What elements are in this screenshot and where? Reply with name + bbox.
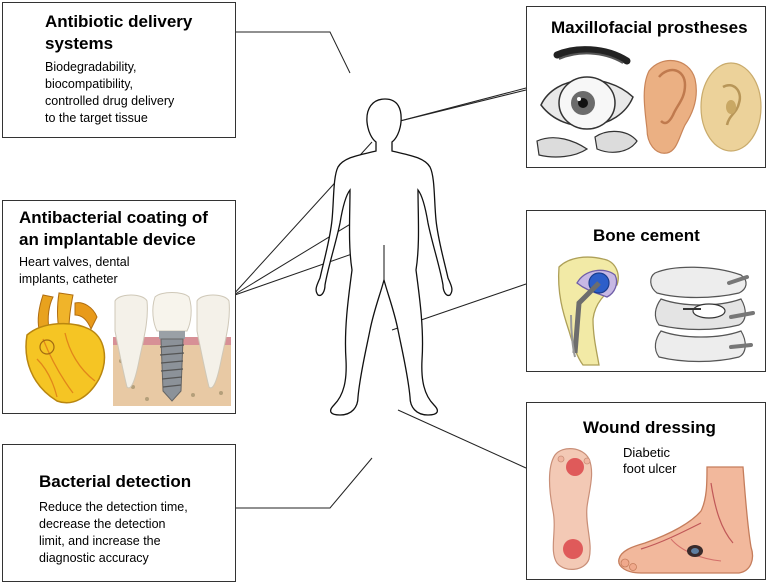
panel-description-line: to the target tissue <box>45 111 148 125</box>
label-line: Diabetic <box>623 445 670 460</box>
hip-implant-icon <box>557 256 619 366</box>
panel-description-line: controlled drug delivery <box>45 94 175 108</box>
panel-description-line: implants, catheter <box>19 272 118 286</box>
panel-title: Bacterial detection <box>39 472 192 491</box>
panel-antibacterial-coating: Antibacterial coating of an implantable … <box>2 200 236 414</box>
panel-title: Maxillofacial prostheses <box>551 18 748 37</box>
eye-prosthesis-icon <box>536 46 638 158</box>
panel-title-line: Antibiotic delivery <box>45 12 193 31</box>
vertebra-icon <box>650 266 755 363</box>
panel-description-line: decrease the detection <box>39 517 166 531</box>
panel-title-line: Antibacterial coating of <box>19 208 208 227</box>
heart-icon <box>25 292 106 404</box>
panel-bone-cement: Bone cement <box>526 210 766 372</box>
foot-sole-icon <box>548 448 593 570</box>
panel-description-line: Biodegradability, <box>45 60 137 74</box>
panel-bacterial-detection: Bacterial detection Reduce the detection… <box>2 444 236 582</box>
panel-description-line: limit, and increase the <box>39 534 161 548</box>
panel-title: Bone cement <box>593 226 700 245</box>
ear-prosthesis-icon <box>643 59 762 154</box>
panel-description-line: Reduce the detection time, <box>39 500 188 514</box>
panel-title: Wound dressing <box>583 418 716 437</box>
dental-implant-icon <box>113 292 231 406</box>
panel-description-line: Heart valves, dental <box>19 255 130 269</box>
panel-maxillofacial-prostheses: Maxillofacial prostheses <box>526 6 766 168</box>
human-body-outline-icon <box>315 98 453 416</box>
panel-title-line: systems <box>45 34 114 53</box>
panel-title-line: an implantable device <box>19 230 196 249</box>
diabetic-foot-ulcer-label: Diabetic foot ulcer <box>623 445 676 477</box>
diabetic-foot-icon <box>618 466 754 574</box>
label-line: foot ulcer <box>623 461 677 476</box>
panel-description-line: biocompatibility, <box>45 77 134 91</box>
panel-antibiotic-delivery: Antibiotic delivery systems Biodegradabi… <box>2 2 236 138</box>
panel-wound-dressing: Wound dressing Diabetic foot ulcer <box>526 402 766 580</box>
panel-description-line: diagnostic accuracy <box>39 551 149 565</box>
